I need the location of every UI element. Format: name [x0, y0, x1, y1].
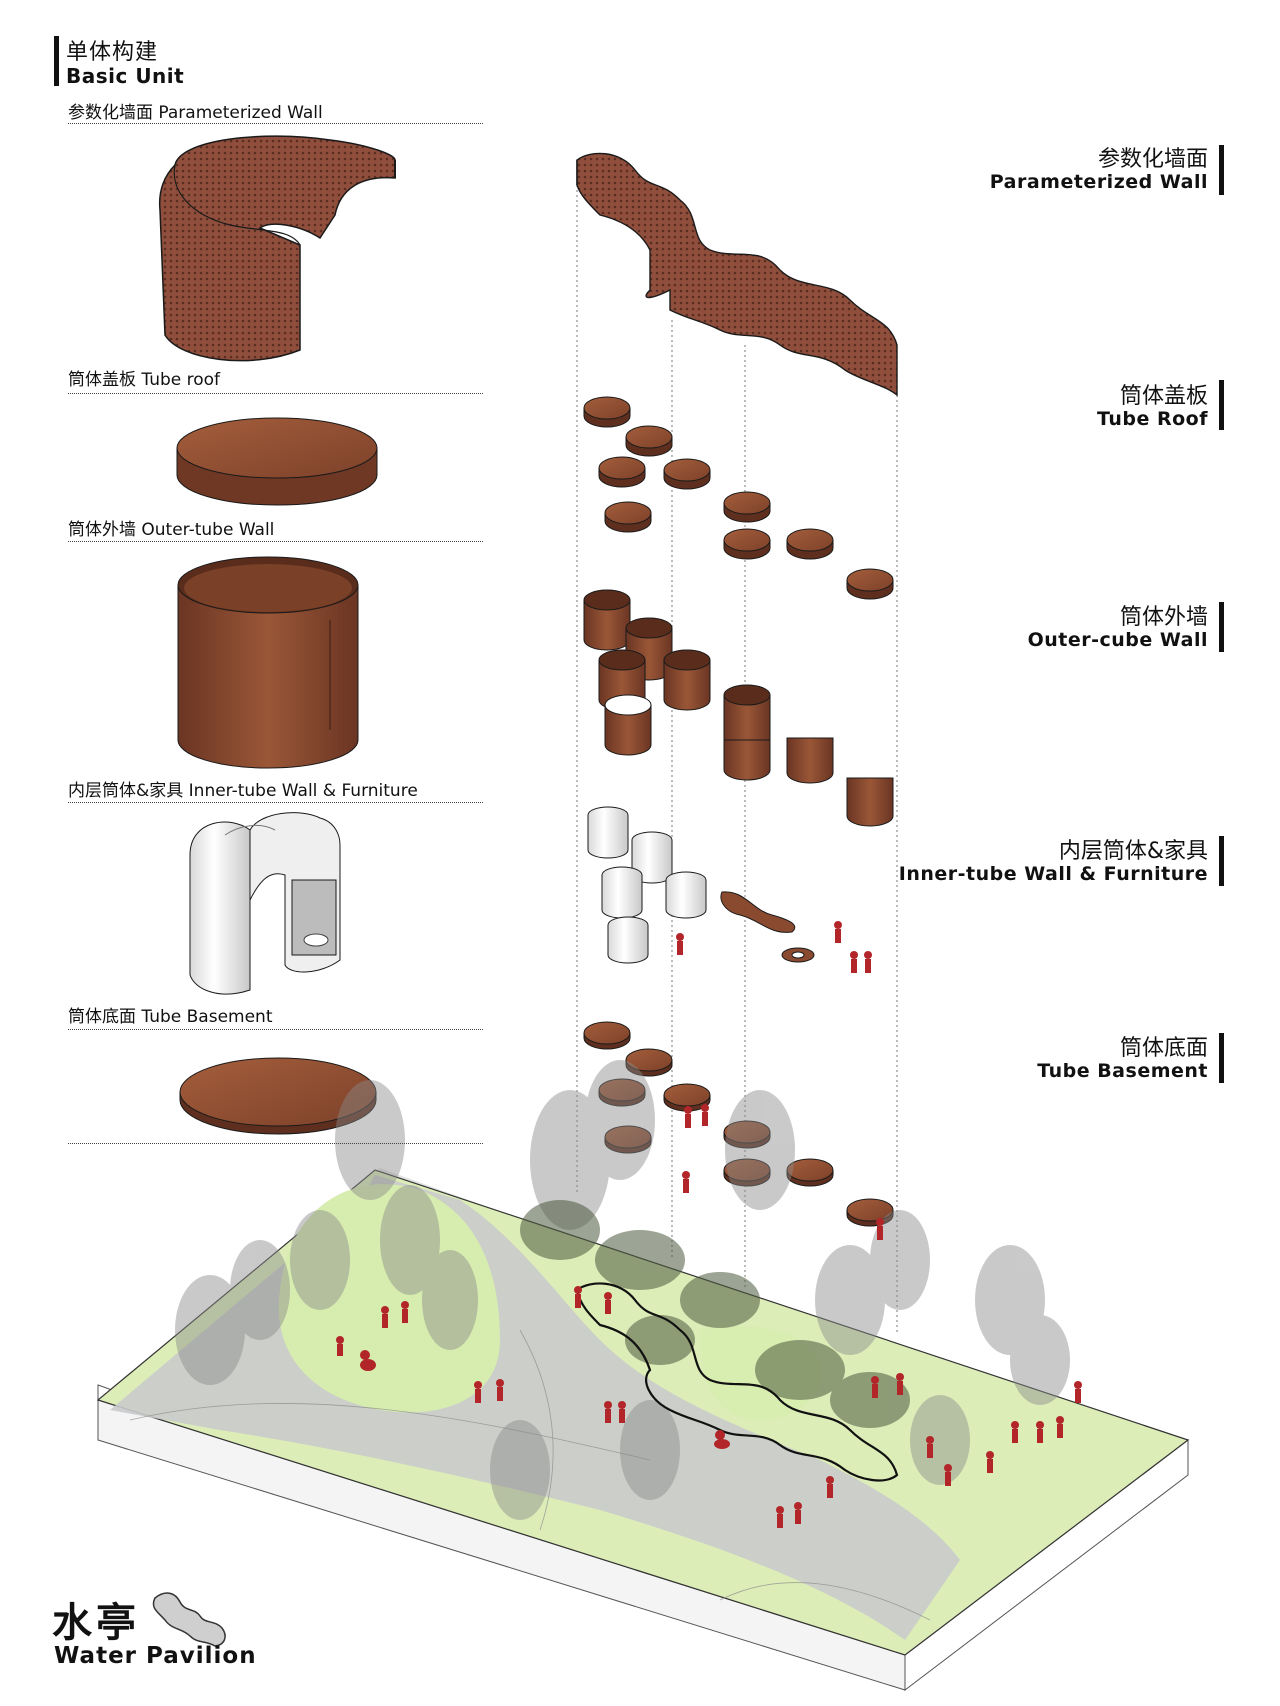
layer-label-zh-tube-basement: 筒体底面	[1119, 1036, 1208, 1061]
project-title-zh: 水亭	[52, 1599, 140, 1646]
unit-divider	[68, 393, 483, 394]
unit-inner-tube-drawing	[189, 812, 341, 995]
unit-label-tube-basement: 筒体底面 Tube Basement	[68, 1007, 273, 1027]
layer-label-en-parameterized-wall: Parameterized Wall	[989, 171, 1208, 193]
basement-discs	[583, 1021, 894, 1227]
layer-accent-bar	[1219, 1033, 1224, 1083]
pavilion-logo-icon	[152, 1592, 226, 1647]
unit-label-parameterized-wall: 参数化墙面 Parameterized Wall	[68, 103, 323, 123]
layer-label-zh-inner-tube: 内层筒体&家具	[1058, 839, 1208, 864]
inner-tubes	[587, 806, 815, 964]
layer-label-en-tube-roof: Tube Roof	[1096, 408, 1208, 430]
roof-discs	[583, 396, 894, 600]
site-plan	[96, 921, 1190, 1692]
layer-label-en-outer-wall: Outer-cube Wall	[1027, 629, 1208, 651]
unit-outer-tube-wall-drawing	[177, 556, 359, 769]
unit-divider	[68, 802, 483, 803]
unit-divider	[68, 1143, 483, 1144]
layer-label-en-inner-tube: Inner-tube Wall & Furniture	[898, 863, 1208, 885]
unit-parameterized-wall-drawing	[158, 135, 396, 362]
unit-divider	[68, 541, 483, 542]
layer-accent-bar	[1219, 380, 1224, 430]
layer-accent-bar	[1219, 145, 1224, 195]
unit-divider	[68, 123, 483, 124]
layer-accent-bar	[1219, 836, 1224, 886]
trees	[175, 1060, 1070, 1520]
layer-label-zh-parameterized-wall: 参数化墙面	[1097, 147, 1208, 172]
header-title-zh: 单体构建	[66, 40, 159, 65]
unit-tube-roof-drawing	[176, 417, 378, 506]
project-title-en: Water Pavilion	[54, 1643, 257, 1669]
layer-accent-bar	[1219, 602, 1224, 652]
unit-divider	[68, 1029, 483, 1030]
layer-label-zh-tube-roof: 筒体盖板	[1119, 384, 1208, 409]
unit-label-tube-roof: 筒体盖板 Tube roof	[68, 370, 221, 390]
unit-tube-basement-drawing	[179, 1057, 377, 1135]
layer-label-en-tube-basement: Tube Basement	[1037, 1060, 1208, 1082]
layer-label-zh-outer-wall: 筒体外墙	[1119, 605, 1208, 630]
exploded-stack	[576, 152, 898, 1335]
outer-tube-walls	[583, 589, 894, 827]
people-figures	[336, 921, 1082, 1528]
header-accent-bar	[54, 36, 59, 86]
unit-label-inner-tube-wall: 内层筒体&家具 Inner-tube Wall & Furniture	[68, 781, 418, 801]
header-title-en: Basic Unit	[66, 64, 185, 88]
unit-label-outer-tube-wall: 筒体外墙 Outer-tube Wall	[68, 520, 275, 540]
